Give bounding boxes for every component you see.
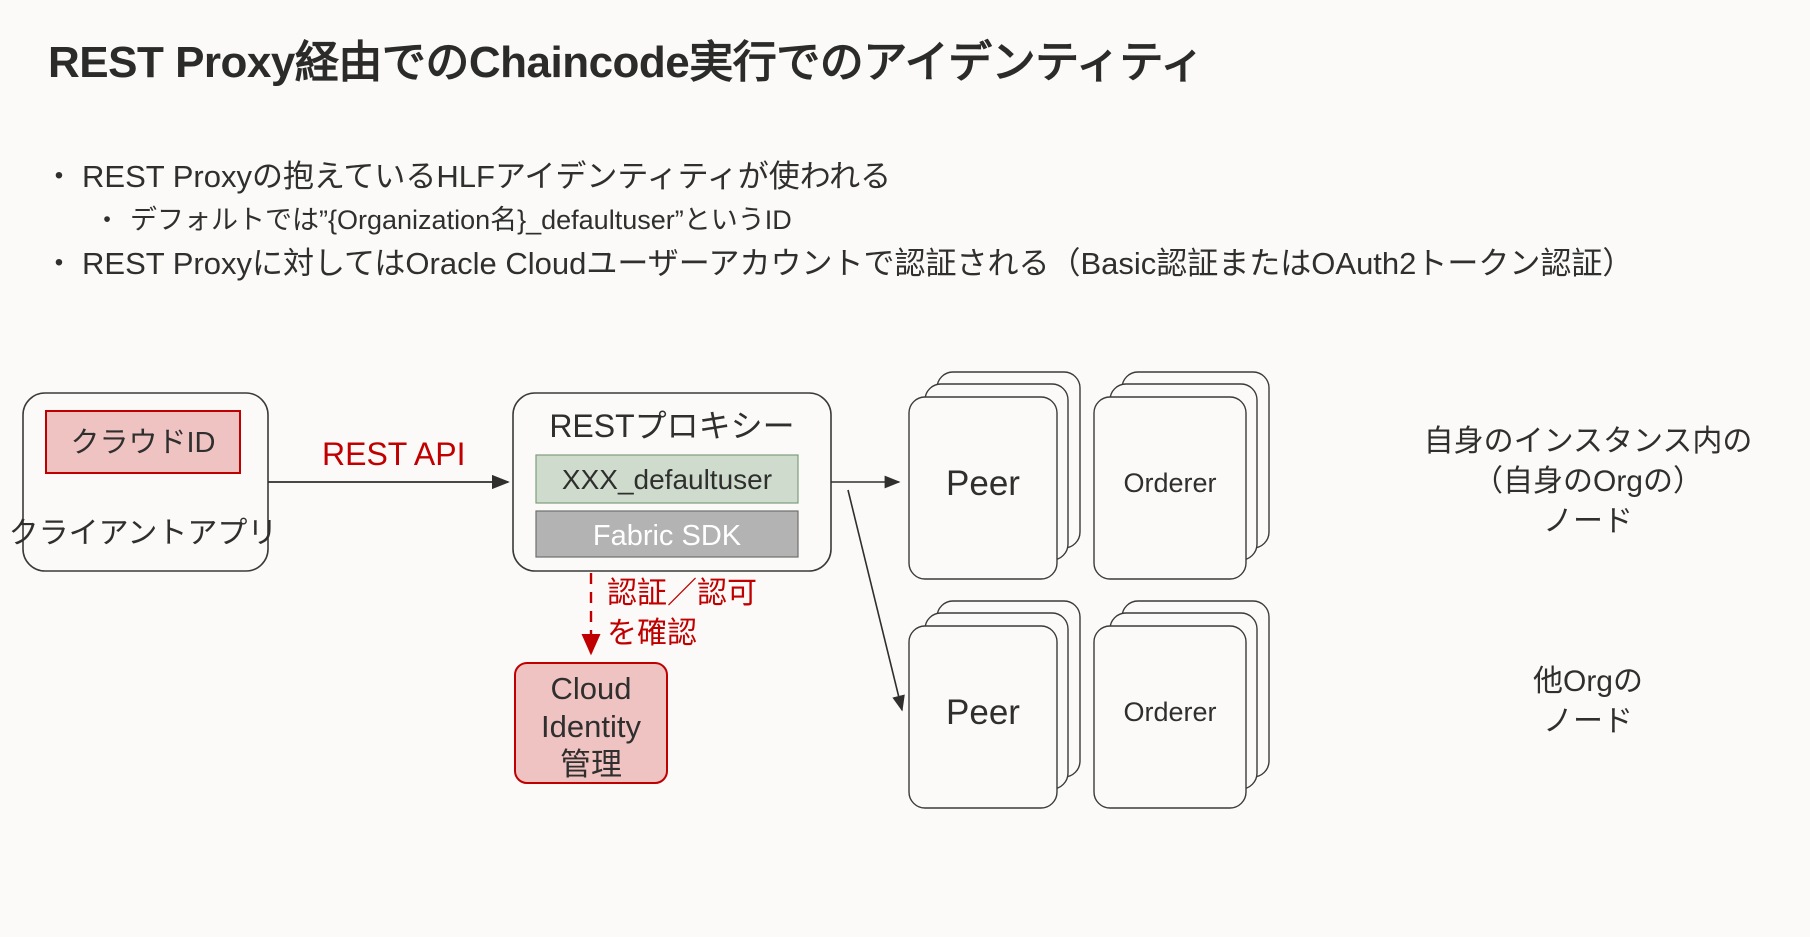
other-org-note-line2: ノード [1543, 705, 1633, 738]
orderer-card-front [1093, 396, 1247, 580]
own-org-note-line2: （自身のOrgの） [1473, 465, 1703, 498]
node-group-own-org: Peer Orderer 自身のインスタンス内の （自身のOrgの） ノード [908, 371, 1753, 580]
bullet-marker-icon: • [103, 208, 111, 232]
orderer-card-front [1093, 625, 1247, 809]
peer-card-front [908, 396, 1058, 580]
peer-stack-other-org: Peer [908, 600, 1081, 809]
own-org-note-line3: ノード [1543, 505, 1633, 538]
orderer-label: Orderer [1123, 468, 1216, 498]
cloud-identity-box-frame [514, 662, 668, 784]
cloud-identity-line3: 管理 [560, 747, 622, 782]
rest-api-arrow-label: REST API [322, 436, 465, 472]
peer-label: Peer [946, 464, 1020, 503]
peer-card-front [908, 625, 1058, 809]
bullet-marker-icon: • [54, 162, 64, 189]
orderer-stack-other-org: Orderer [1093, 600, 1270, 809]
defaultuser-chip [535, 454, 799, 504]
architecture-diagram: クラウドID クライアントアプリ REST API RESTプロキシー XXX_… [0, 355, 1810, 937]
auth-check-label-line2: を確認 [607, 617, 697, 650]
cloud-identity-line2: Identity [541, 709, 641, 744]
other-org-note-line1: 他Orgの [1533, 665, 1643, 698]
node-group-other-org: Peer Orderer 他Orgの ノード [908, 600, 1643, 809]
rest-proxy-box: RESTプロキシー XXX_defaultuser Fabric SDK [512, 392, 832, 572]
other-org-side-note: 他Orgの ノード [1533, 665, 1643, 738]
client-app-box: クラウドID クライアントアプリ [9, 392, 278, 572]
rest-api-arrow: REST API [268, 436, 510, 490]
arrow-to-other-org-nodes [847, 489, 905, 712]
bullet-list: • REST Proxyの抱えているHLFアイデンティティが使われる • デフォ… [36, 155, 1776, 288]
peer-label: Peer [946, 693, 1020, 732]
fabric-sdk-chip [535, 510, 799, 558]
bullet-text-1: REST Proxyの抱えているHLFアイデンティティが使われる [82, 159, 892, 194]
auth-check-arrow: 認証／認可 を確認 [581, 573, 757, 656]
proxy-to-nodes-arrows [831, 475, 905, 712]
rest-proxy-title: RESTプロキシー [549, 408, 794, 444]
bullet-item-1: • REST Proxyの抱えているHLFアイデンティティが使われる [36, 155, 1776, 199]
client-app-caption: クライアントアプリ [9, 517, 278, 550]
orderer-stack-own-org: Orderer [1093, 371, 1270, 580]
bullet-text-3: REST Proxyに対してはOracle Cloudユーザーアカウントで認証さ… [82, 246, 1634, 282]
cloud-identity-line1: Cloud [551, 671, 632, 706]
bullet-item-2: • デフォルトでは”{Organization名}_defaultuser”とい… [84, 201, 1776, 240]
bullet-text-2: デフォルトでは”{Organization名}_defaultuser”というI… [130, 205, 792, 236]
orderer-label: Orderer [1123, 697, 1216, 727]
bullet-item-3: • REST Proxyに対してはOracle Cloudユーザーアカウントで認… [36, 242, 1776, 286]
own-org-note-line1: 自身のインスタンス内の [1424, 425, 1753, 458]
auth-check-label-line1: 認証／認可 [607, 577, 757, 610]
peer-stack-own-org: Peer [908, 371, 1081, 580]
page-title: REST Proxy経由でのChaincode実行でのアイデンティティ [48, 38, 1204, 87]
cloud-identity-box: Cloud Identity 管理 [514, 662, 668, 784]
cloud-id-chip [45, 410, 241, 474]
bullet-marker-icon: • [54, 249, 64, 277]
defaultuser-chip-label: XXX_defaultuser [562, 464, 772, 495]
cloud-id-chip-label: クラウドID [70, 427, 215, 459]
own-org-side-note: 自身のインスタンス内の （自身のOrgの） ノード [1424, 425, 1753, 538]
fabric-sdk-chip-label: Fabric SDK [593, 520, 742, 552]
